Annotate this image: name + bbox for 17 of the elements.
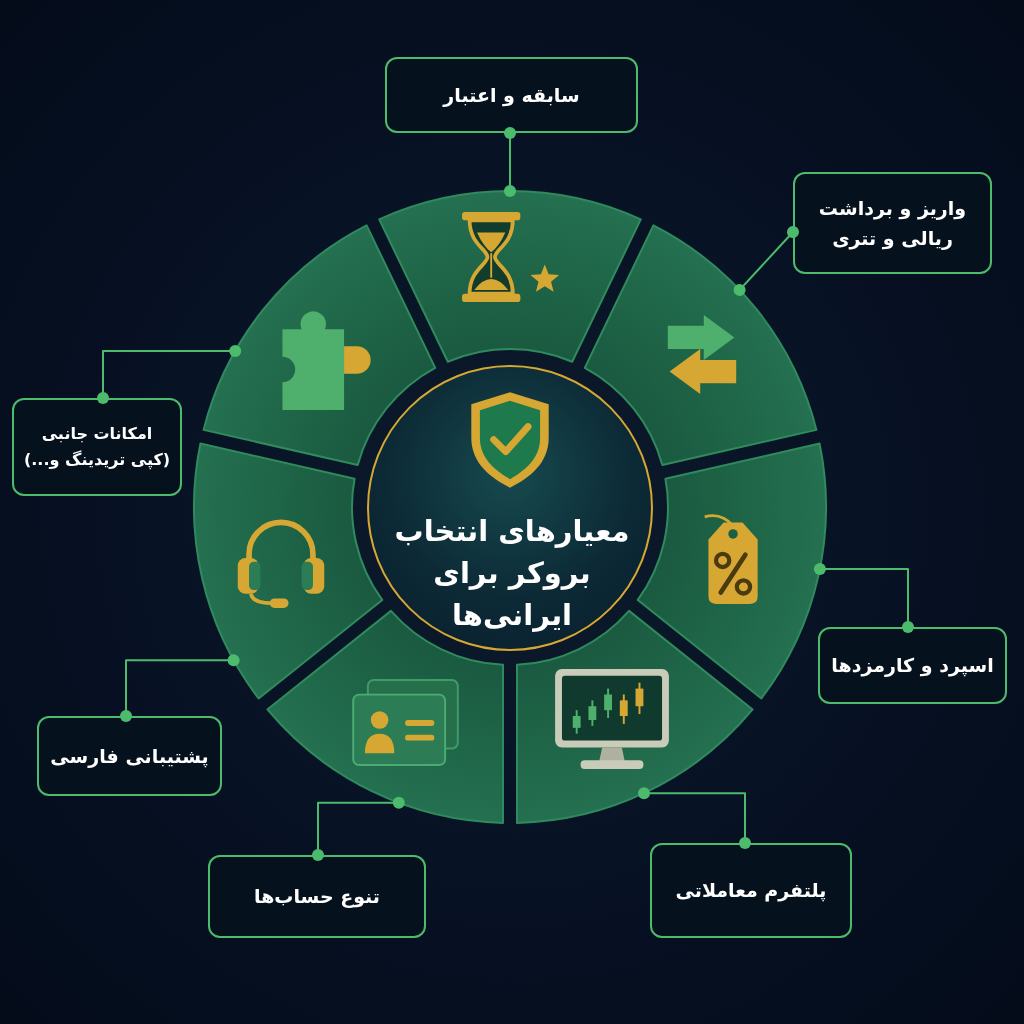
leader-line [97, 344, 242, 404]
hub-title: معیارهای انتخاب بروکر برای ایرانی‌ها [393, 513, 631, 634]
label-box: اسپرد و کارمزدها [818, 627, 1007, 704]
ring-segment [193, 442, 384, 700]
leader-line [638, 787, 751, 849]
label-box: سابقه و اعتبار [385, 57, 638, 133]
label-box: واریز و برداشت ریالی و تتری [793, 172, 992, 274]
leader-line [120, 654, 240, 722]
leader-line [733, 226, 799, 296]
leader-line [312, 796, 405, 861]
leader-line [504, 127, 516, 197]
label-box: امکانات جانبی (کپی تریدینگ و...) [12, 398, 182, 496]
label-box: تنوع حساب‌ها [208, 855, 426, 938]
label-box: پشتیبانی فارسی [37, 716, 222, 796]
ring-segment [583, 224, 818, 467]
label-box: پلتفرم معاملاتی [650, 843, 852, 938]
leader-line [813, 562, 914, 633]
